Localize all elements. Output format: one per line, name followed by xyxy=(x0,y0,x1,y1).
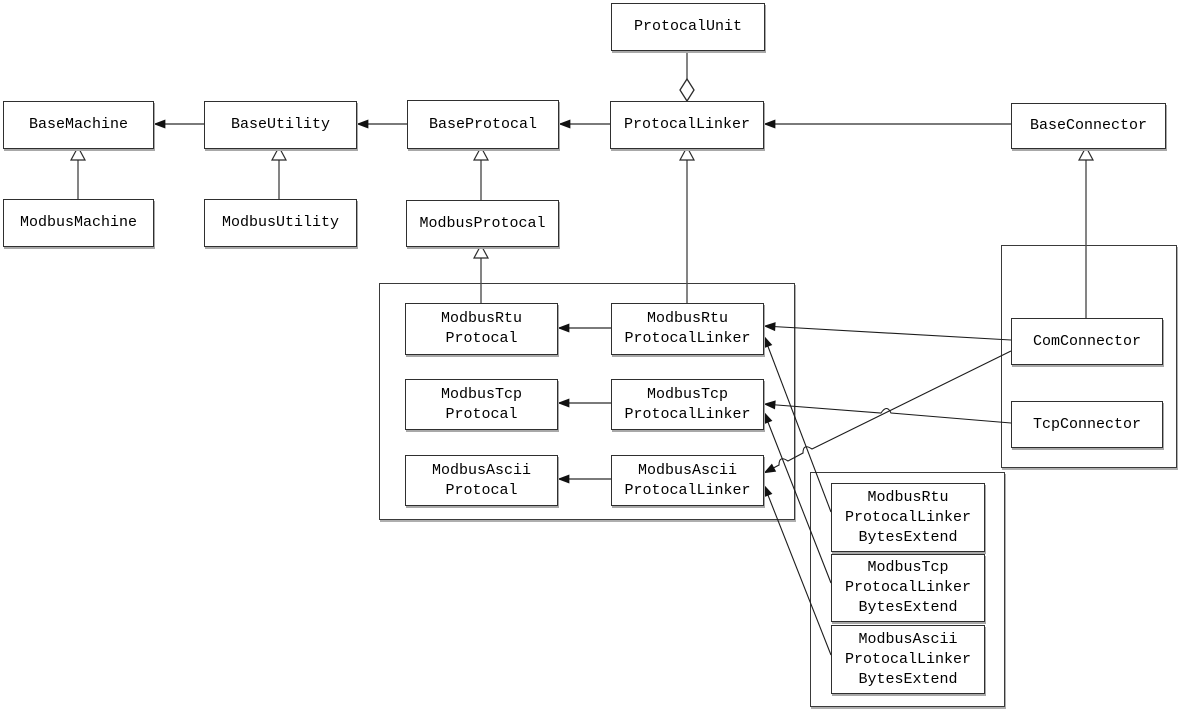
generalization-triangle-icon xyxy=(472,145,490,161)
node-label: ModbusTcp Protocal xyxy=(440,385,522,423)
edge-rtubytesextend-to-modbusrtulinker xyxy=(763,335,832,513)
node-protocal-unit: ProtocalUnit xyxy=(611,3,765,51)
node-label: ModbusRtu ProtocalLinker BytesExtend xyxy=(844,488,972,546)
edge-tcpbytesextend-to-modbustcplinker xyxy=(763,411,832,584)
node-base-machine: BaseMachine xyxy=(3,101,154,149)
node-modbus-utility: ModbusUtility xyxy=(204,199,357,247)
node-modbus-tcp-protocal-linker: ModbusTcp ProtocalLinker xyxy=(611,379,764,430)
node-modbus-tcp-protocal-linker-bytes-extend: ModbusTcp ProtocalLinker BytesExtend xyxy=(831,554,985,622)
node-label: ModbusAscii Protocal xyxy=(431,461,532,499)
node-label: BaseProtocal xyxy=(428,115,538,133)
node-label: BaseUtility xyxy=(230,116,331,133)
node-modbus-protocal: ModbusProtocal xyxy=(406,200,559,247)
node-label: ModbusProtocal xyxy=(419,214,546,232)
node-label: TcpConnector xyxy=(1032,415,1142,433)
node-label: ProtocalLinker xyxy=(623,116,751,133)
node-modbus-ascii-protocal: ModbusAscii Protocal xyxy=(405,455,558,506)
node-label: ModbusMachine xyxy=(19,214,138,231)
edge-tcpconnector-to-modbustcplinker xyxy=(763,400,1012,424)
generalization-triangle-icon xyxy=(472,243,490,259)
edge-comconnector-to-modbusasciilinker xyxy=(763,350,1012,474)
node-label: ModbusAscii ProtocalLinker BytesExtend xyxy=(844,630,972,688)
node-label: BaseConnector xyxy=(1029,117,1148,134)
aggregation-diamond-icon xyxy=(679,77,695,103)
node-base-connector: BaseConnector xyxy=(1011,103,1166,149)
generalization-triangle-icon xyxy=(678,145,696,161)
group-bytes-extend xyxy=(810,472,1005,707)
node-label: ProtocalUnit xyxy=(633,18,743,35)
node-label: BaseMachine xyxy=(28,116,129,133)
node-base-utility: BaseUtility xyxy=(204,101,357,149)
node-label: ModbusRtu Protocal xyxy=(440,310,522,347)
node-label: ModbusAscii ProtocalLinker xyxy=(624,461,751,499)
node-label: ComConnector xyxy=(1032,332,1142,350)
node-base-protocal: BaseProtocal xyxy=(407,100,559,149)
node-label: ModbusUtility xyxy=(221,214,340,231)
group-connectors xyxy=(1001,245,1177,468)
generalization-triangle-icon xyxy=(1077,145,1095,161)
edge-comconnector-to-modbusrtulinker xyxy=(763,322,1012,341)
node-label: ModbusTcp ProtocalLinker BytesExtend xyxy=(844,559,972,616)
generalization-triangle-icon xyxy=(69,145,87,161)
node-modbus-machine: ModbusMachine xyxy=(3,199,154,247)
group-modbus-protocal-linker-family xyxy=(379,283,795,520)
node-protocal-linker: ProtocalLinker xyxy=(610,101,764,149)
node-modbus-rtu-protocal-linker-bytes-extend: ModbusRtu ProtocalLinker BytesExtend xyxy=(831,483,985,552)
node-com-connector: ComConnector xyxy=(1011,318,1163,365)
node-modbus-ascii-protocal-linker-bytes-extend: ModbusAscii ProtocalLinker BytesExtend xyxy=(831,625,985,694)
node-modbus-tcp-protocal: ModbusTcp Protocal xyxy=(405,379,558,430)
node-label: ModbusRtu ProtocalLinker xyxy=(624,310,751,347)
node-tcp-connector: TcpConnector xyxy=(1011,401,1163,448)
generalization-triangle-icon xyxy=(270,145,288,161)
edge-asciibytesextend-to-modbusasciilinker xyxy=(763,484,832,656)
node-modbus-ascii-protocal-linker: ModbusAscii ProtocalLinker xyxy=(611,455,764,506)
node-modbus-rtu-protocal: ModbusRtu Protocal xyxy=(405,303,558,355)
node-label: ModbusTcp ProtocalLinker xyxy=(624,385,751,423)
node-modbus-rtu-protocal-linker: ModbusRtu ProtocalLinker xyxy=(611,303,764,355)
